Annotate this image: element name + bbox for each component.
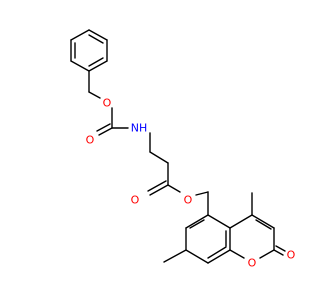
bond [98, 127, 113, 136]
bond [229, 249, 245, 259]
bond [189, 219, 205, 229]
atom-o-ester-carbonyl: O [131, 194, 140, 207]
molecule-diagram: O O NH O O O O [70, 29, 296, 270]
bond [149, 151, 169, 164]
bond [207, 214, 231, 229]
benzene-ring [70, 29, 108, 72]
atom-o-benzyl-ether: O [103, 97, 112, 110]
atom-nh: NH [131, 122, 148, 135]
coumarin-benzo-ring [185, 191, 231, 264]
bond [149, 184, 169, 196]
bond [259, 249, 275, 259]
bond [88, 91, 101, 99]
bond [255, 219, 272, 230]
atom-o-lactone-carbonyl: O [287, 249, 296, 262]
bond [147, 180, 167, 192]
atom-o-carbamate-carbonyl: O [86, 134, 95, 147]
bond [167, 184, 181, 193]
bond [96, 123, 111, 132]
bond [229, 214, 253, 229]
bond [88, 57, 104, 67]
atom-o-ring: O [248, 257, 257, 270]
ester-group [147, 180, 209, 196]
bond [273, 249, 284, 256]
bond [88, 60, 108, 72]
carbamate-chain [88, 70, 169, 186]
bond [195, 191, 209, 196]
bond [70, 29, 90, 41]
bond [207, 246, 227, 259]
bond [251, 214, 275, 229]
bond [207, 249, 231, 264]
bond [88, 29, 108, 41]
bond [185, 214, 209, 229]
bond [70, 60, 90, 72]
structure-canvas: O O NH O O O O [70, 29, 296, 270]
bond [88, 34, 104, 44]
pyranone-ring [229, 192, 286, 259]
atom-o-ester-link: O [184, 194, 193, 207]
bond [275, 245, 286, 252]
bond [163, 249, 187, 263]
bond [185, 249, 209, 264]
